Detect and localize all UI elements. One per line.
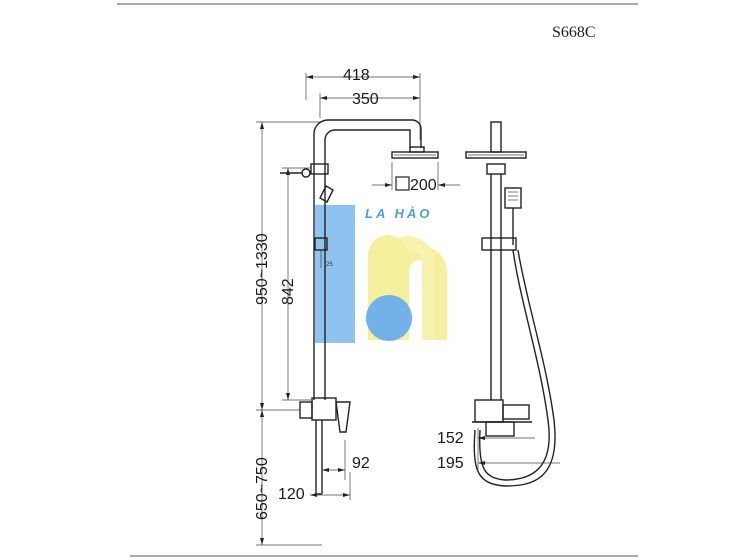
logo-blue-bar [315,205,355,343]
watermark-logo: LA HÀO [315,205,447,343]
logo-blue-circle [366,295,412,341]
dim-350: 350 [352,91,379,108]
side-view: 152 195 [437,121,560,487]
dim-650-750: 650~750 [254,457,271,520]
dim-842: 842 [280,278,297,305]
dim-bracket-25: 25 [326,262,333,268]
dim-92: 92 [352,455,370,472]
dim-152: 152 [437,430,464,447]
dim-195: 195 [437,455,464,472]
brand-name: LA HÀO [365,206,432,221]
dim-head-200: 200 [410,177,437,194]
dim-120: 120 [278,486,305,503]
model-number: S668C [552,24,596,41]
dim-950-1330: 950~1330 [254,233,271,305]
dim-418: 418 [343,67,370,84]
front-view: 418 350 200 25 [254,67,460,546]
